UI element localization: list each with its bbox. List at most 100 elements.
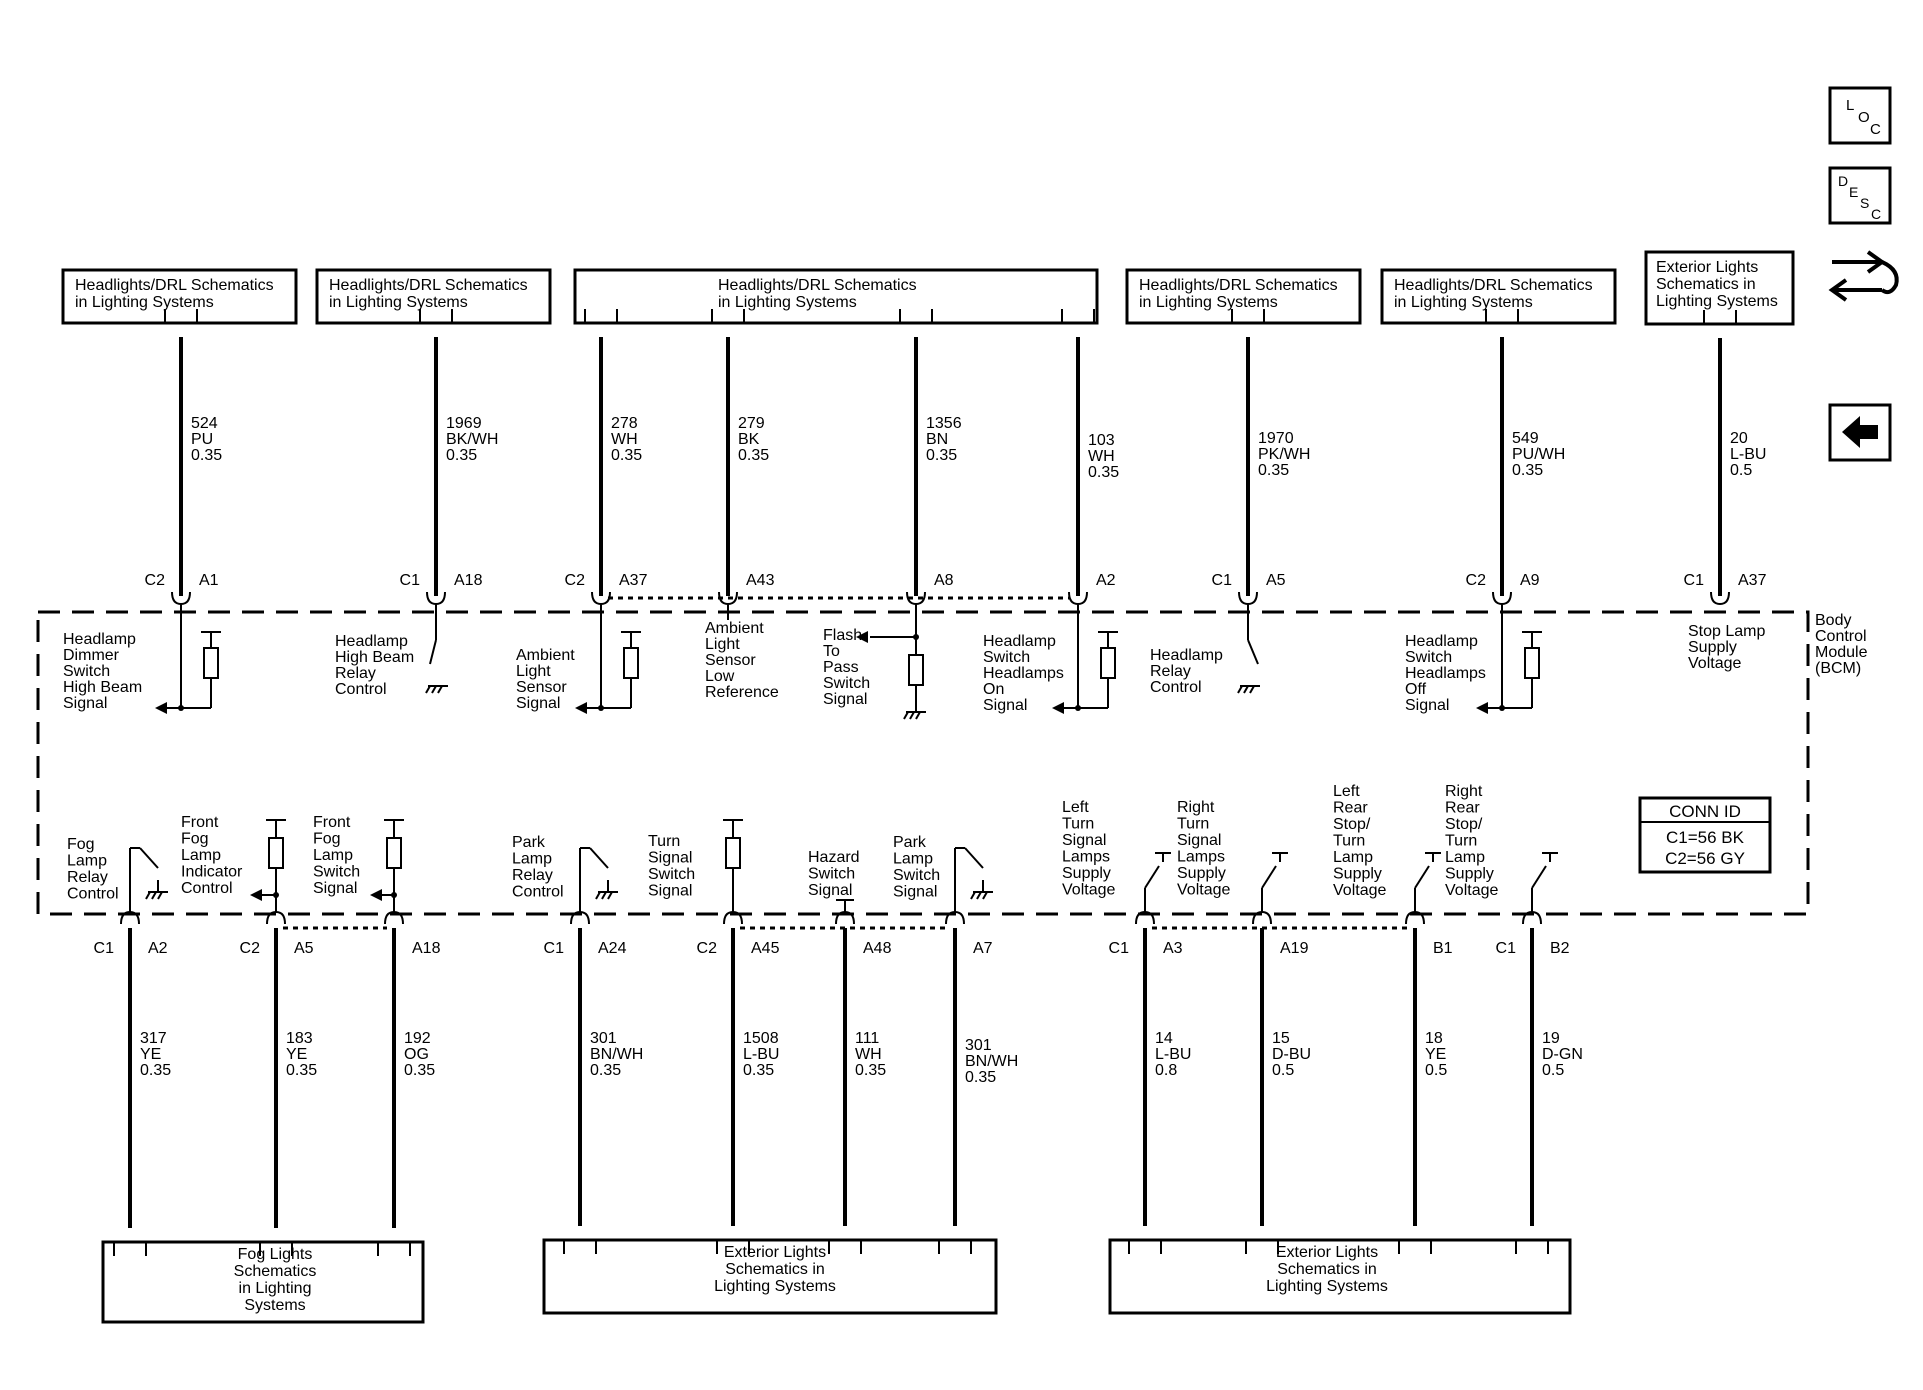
reference-box-text: Schematics (234, 1263, 317, 1280)
ground-hatch (970, 891, 976, 900)
circuit-function-label: Supply (1333, 866, 1382, 883)
harness-connector (1061, 309, 1095, 324)
wire-circuit-number: 1356 (926, 415, 962, 432)
wire-gauge: 0.35 (1512, 462, 1543, 479)
loop-stroke (1880, 260, 1899, 295)
circuit-function-label: Relay (67, 869, 108, 886)
ground-hatch (915, 711, 921, 720)
circuit-function-label: Front (313, 814, 351, 831)
circuit-function-label: Stop/ (1333, 816, 1371, 833)
wire-gauge: 0.35 (965, 1069, 996, 1086)
reference-box-text: Exterior Lights (724, 1244, 826, 1261)
arrow-right-stroke (1832, 250, 1886, 274)
pin-number: A8 (934, 572, 954, 589)
pullup-resistor (725, 837, 741, 869)
signal-arrow-icon (1052, 702, 1064, 714)
driver-switch (1531, 865, 1547, 889)
connector-id: C1 (400, 572, 421, 589)
circuit-function-label: To (823, 643, 840, 660)
pin-number: B2 (1550, 940, 1570, 957)
harness-connector (563, 1239, 597, 1254)
circuit-function-label: Signal (1062, 832, 1106, 849)
driver-switch (1261, 865, 1277, 889)
circuit-function-label: Stop Lamp (1688, 623, 1765, 640)
pullup-resistor (1100, 647, 1116, 679)
wire-color-code: L-BU (1730, 446, 1766, 463)
pin-number: A5 (294, 940, 314, 957)
harness-connector (1231, 309, 1265, 324)
junction-dot (913, 634, 919, 640)
wire-circuit-number: 278 (611, 415, 638, 432)
circuit-function-label: Relay (335, 665, 376, 682)
circuit-function-label: Sensor (516, 679, 567, 696)
pin-number: A9 (1520, 572, 1540, 589)
wire-circuit-number: 1969 (446, 415, 482, 432)
wire-circuit-number: 192 (404, 1030, 431, 1047)
conn-id-c1: C1=56 BK (1666, 828, 1745, 847)
driver-switch (1247, 639, 1259, 665)
circuit-function-label: Signal (983, 697, 1027, 714)
desc-letter: D (1838, 173, 1848, 189)
wire-gauge: 0.35 (140, 1062, 171, 1079)
circuit-function-label: Headlamp (1405, 633, 1478, 650)
ground-hatch (976, 891, 982, 900)
signal-arrow-icon (250, 889, 262, 901)
bcm-module-boundary (36, 610, 1810, 916)
circuit-function-label: Headlamp (1150, 647, 1223, 664)
wire-gauge: 0.35 (286, 1062, 317, 1079)
connector-id: C1 (94, 940, 115, 957)
harness-connector (377, 1241, 411, 1256)
connector-view-icon[interactable] (1828, 250, 1899, 302)
reference-box-text: Headlights/DRL Schematics (718, 277, 917, 294)
circuit-function-label: Turn (1445, 833, 1477, 850)
pin-number: A7 (973, 940, 993, 957)
circuit-function-label: Lamp (67, 853, 107, 870)
pulldown-resistor (908, 654, 924, 686)
wire-color-code: D-BU (1272, 1046, 1311, 1063)
pin-number: A18 (454, 572, 483, 589)
circuit-function-label: Pass (823, 659, 859, 676)
wire-gauge: 0.35 (446, 447, 477, 464)
circuit-function-label: Park (512, 834, 546, 851)
pullup-resistor (1524, 647, 1540, 679)
wire-gauge: 0.5 (1425, 1062, 1447, 1079)
ground-hatch (982, 891, 988, 900)
wire-gauge: 0.35 (1258, 462, 1289, 479)
ground-hatch (595, 891, 601, 900)
circuit-function-label: Light (705, 636, 740, 653)
loc-button[interactable]: LOC (1828, 86, 1892, 145)
circuit-function-label: High Beam (335, 649, 414, 666)
pin-number: A1 (199, 572, 219, 589)
circuit-function-label: Reference (705, 684, 779, 701)
circuit-function-label: Headlamp (983, 633, 1056, 650)
circuit-function-label: Relay (512, 867, 553, 884)
pin-number: A48 (863, 940, 892, 957)
driver-switch (139, 847, 159, 869)
back-button[interactable] (1828, 403, 1892, 462)
ground-hatch (903, 711, 909, 720)
ground-hatch (1237, 685, 1243, 694)
circuit-function-label: Turn (1177, 816, 1209, 833)
reference-box-text: Lighting Systems (714, 1278, 836, 1295)
circuit-function-label: Headlamps (1405, 665, 1486, 682)
reference-box-text: in Lighting Systems (329, 294, 468, 311)
circuit-function-label: Lamp (893, 851, 933, 868)
harness-connector (1245, 1239, 1279, 1254)
circuit-function-label: Relay (1150, 663, 1191, 680)
connector-id: C1 (1684, 572, 1705, 589)
circuit-function-label: Signal (648, 883, 692, 900)
circuit-function-label: Lamp (313, 847, 353, 864)
circuit-function-label: Turn (1333, 833, 1365, 850)
pin-number: A24 (598, 940, 627, 957)
